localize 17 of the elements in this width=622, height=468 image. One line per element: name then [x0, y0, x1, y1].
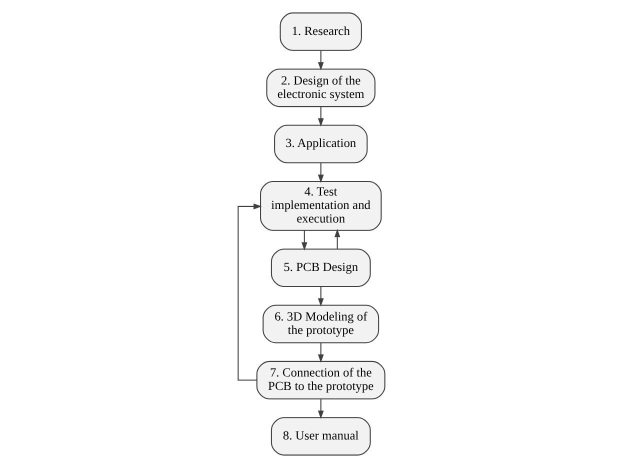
arrow: [317, 106, 324, 127]
arrow: [317, 399, 324, 419]
node-box: 8. User manual: [270, 417, 370, 456]
arrow: [317, 50, 324, 70]
arrow: [237, 204, 262, 381]
node-box: 6. 3D Modeling of the prototype: [262, 304, 379, 344]
arrow: [317, 162, 324, 183]
arrow: [300, 230, 307, 251]
node-box: 2. Design of the electronic system: [266, 68, 375, 108]
arrow: [334, 228, 340, 249]
node-box: 3. Application: [274, 124, 368, 164]
node-box: 1. Research: [279, 12, 362, 51]
arrow: [317, 343, 324, 363]
node-box: 7. Connection of the PCB to the prototype: [256, 360, 385, 400]
node-box: 5. PCB Design: [270, 248, 370, 288]
node-box: 4. Test implementation and execution: [260, 180, 382, 231]
arrow: [317, 286, 324, 307]
